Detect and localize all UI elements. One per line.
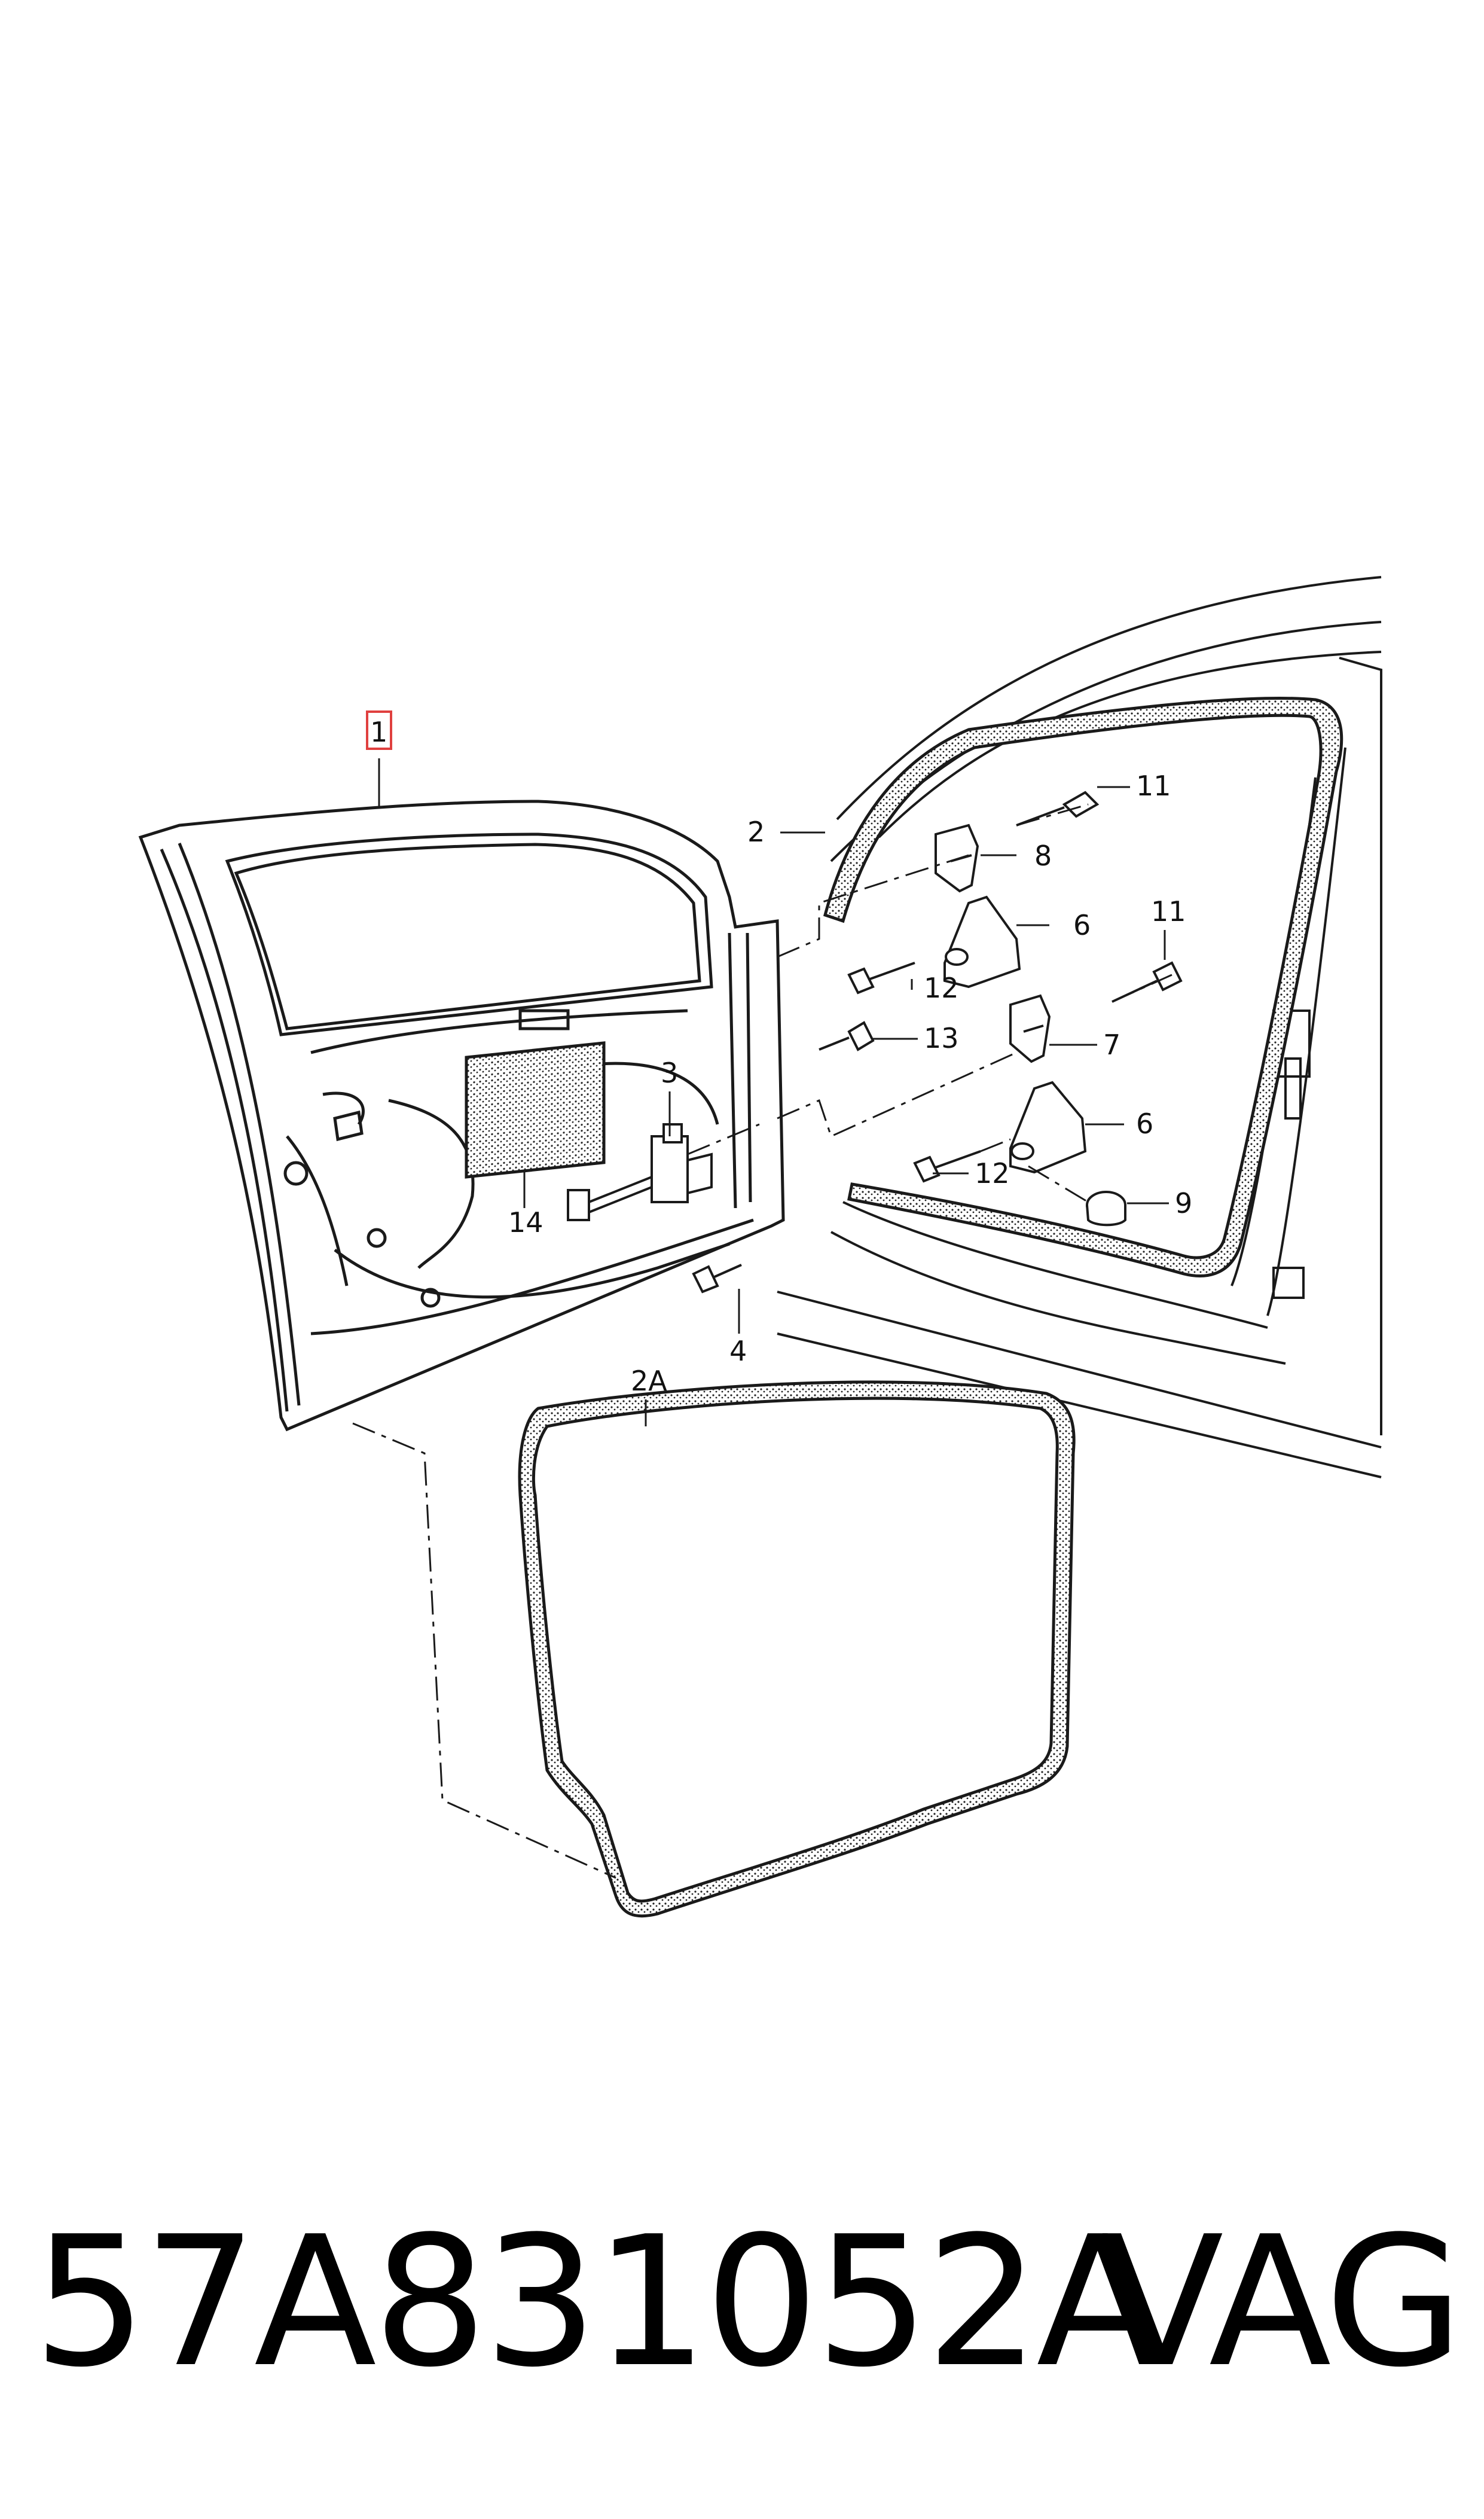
callout-12-upper: 12 — [924, 972, 959, 1004]
highlight-box-1 — [366, 710, 392, 750]
door-shell — [138, 800, 785, 1432]
callout-13: 13 — [924, 1022, 959, 1054]
callout-1: 1 — [370, 716, 387, 748]
part-number: 57A831052A — [33, 2198, 1159, 2407]
lower-hinge-part-7 — [1009, 994, 1051, 1063]
upper-hinge-part-6 — [943, 895, 1021, 989]
callout-7: 7 — [1103, 1029, 1120, 1061]
leader-lines — [378, 758, 1169, 1426]
insulation-pad — [465, 1041, 606, 1179]
bolt-12-upper — [847, 962, 915, 995]
bolt-12-lower — [913, 1150, 981, 1183]
callout-11-lower: 11 — [1151, 895, 1186, 928]
door-check-strap — [567, 1123, 713, 1221]
lower-hinge-part-6 — [1009, 1081, 1087, 1174]
callout-2: 2 — [747, 816, 765, 848]
door-seal — [518, 1380, 1076, 1918]
callout-4: 4 — [729, 1335, 747, 1367]
cap-9 — [1086, 1191, 1126, 1227]
body-opening-seal — [823, 696, 1343, 1277]
callout-6-upper: 6 — [1073, 909, 1091, 941]
callout-6-lower: 6 — [1136, 1108, 1153, 1140]
brand-label: VAG — [1101, 2198, 1464, 2407]
callout-12-lower: 12 — [975, 1157, 1010, 1190]
callout-14: 14 — [508, 1206, 543, 1239]
callout-11-upper: 11 — [1136, 770, 1171, 802]
bolt-11-lower — [1112, 961, 1183, 1003]
callout-8: 8 — [1034, 840, 1052, 872]
callout-3: 3 — [661, 1057, 678, 1089]
callout-2a: 2A — [631, 1365, 667, 1397]
bolt-11-upper — [1016, 791, 1100, 827]
bolt-13 — [819, 1021, 875, 1051]
assembly-dash-lines — [352, 803, 1172, 1879]
callout-9: 9 — [1175, 1187, 1192, 1219]
bolt-4 — [692, 1264, 742, 1294]
